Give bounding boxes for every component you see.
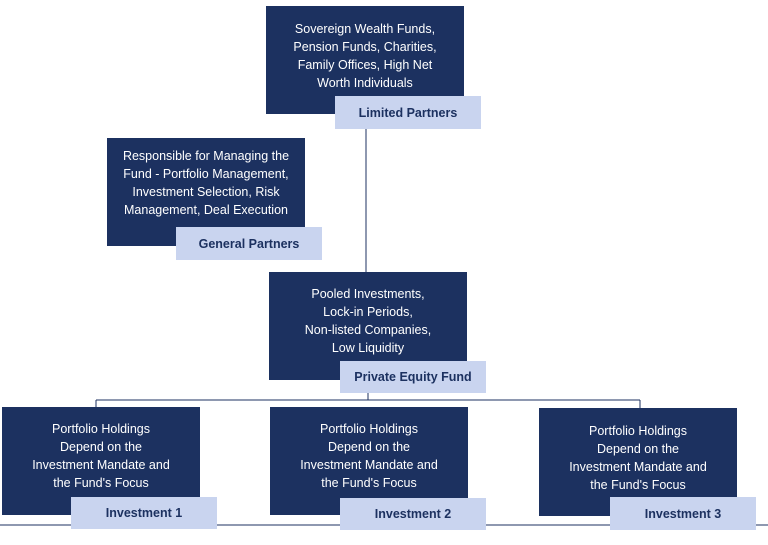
- investment-1-label: Investment 1: [71, 497, 217, 529]
- limited-partners-label: Limited Partners: [335, 96, 481, 129]
- general-partners-label: General Partners: [176, 227, 322, 260]
- private-equity-fund-label: Private Equity Fund: [340, 361, 486, 393]
- investment-2-label: Investment 2: [340, 498, 486, 530]
- limited-partners-description: Sovereign Wealth Funds, Pension Funds, C…: [293, 22, 437, 90]
- investment-2-box: Portfolio Holdings Depend on the Investm…: [270, 407, 468, 515]
- investment-3-label: Investment 3: [610, 497, 756, 530]
- investment-3-description: Portfolio Holdings Depend on the Investm…: [569, 424, 707, 492]
- private-equity-fund-description: Pooled Investments, Lock-in Periods, Non…: [304, 287, 432, 355]
- investment-1-description: Portfolio Holdings Depend on the Investm…: [32, 422, 170, 490]
- investment-2-description: Portfolio Holdings Depend on the Investm…: [300, 422, 438, 490]
- general-partners-description: Responsible for Managing the Fund - Port…: [122, 149, 290, 217]
